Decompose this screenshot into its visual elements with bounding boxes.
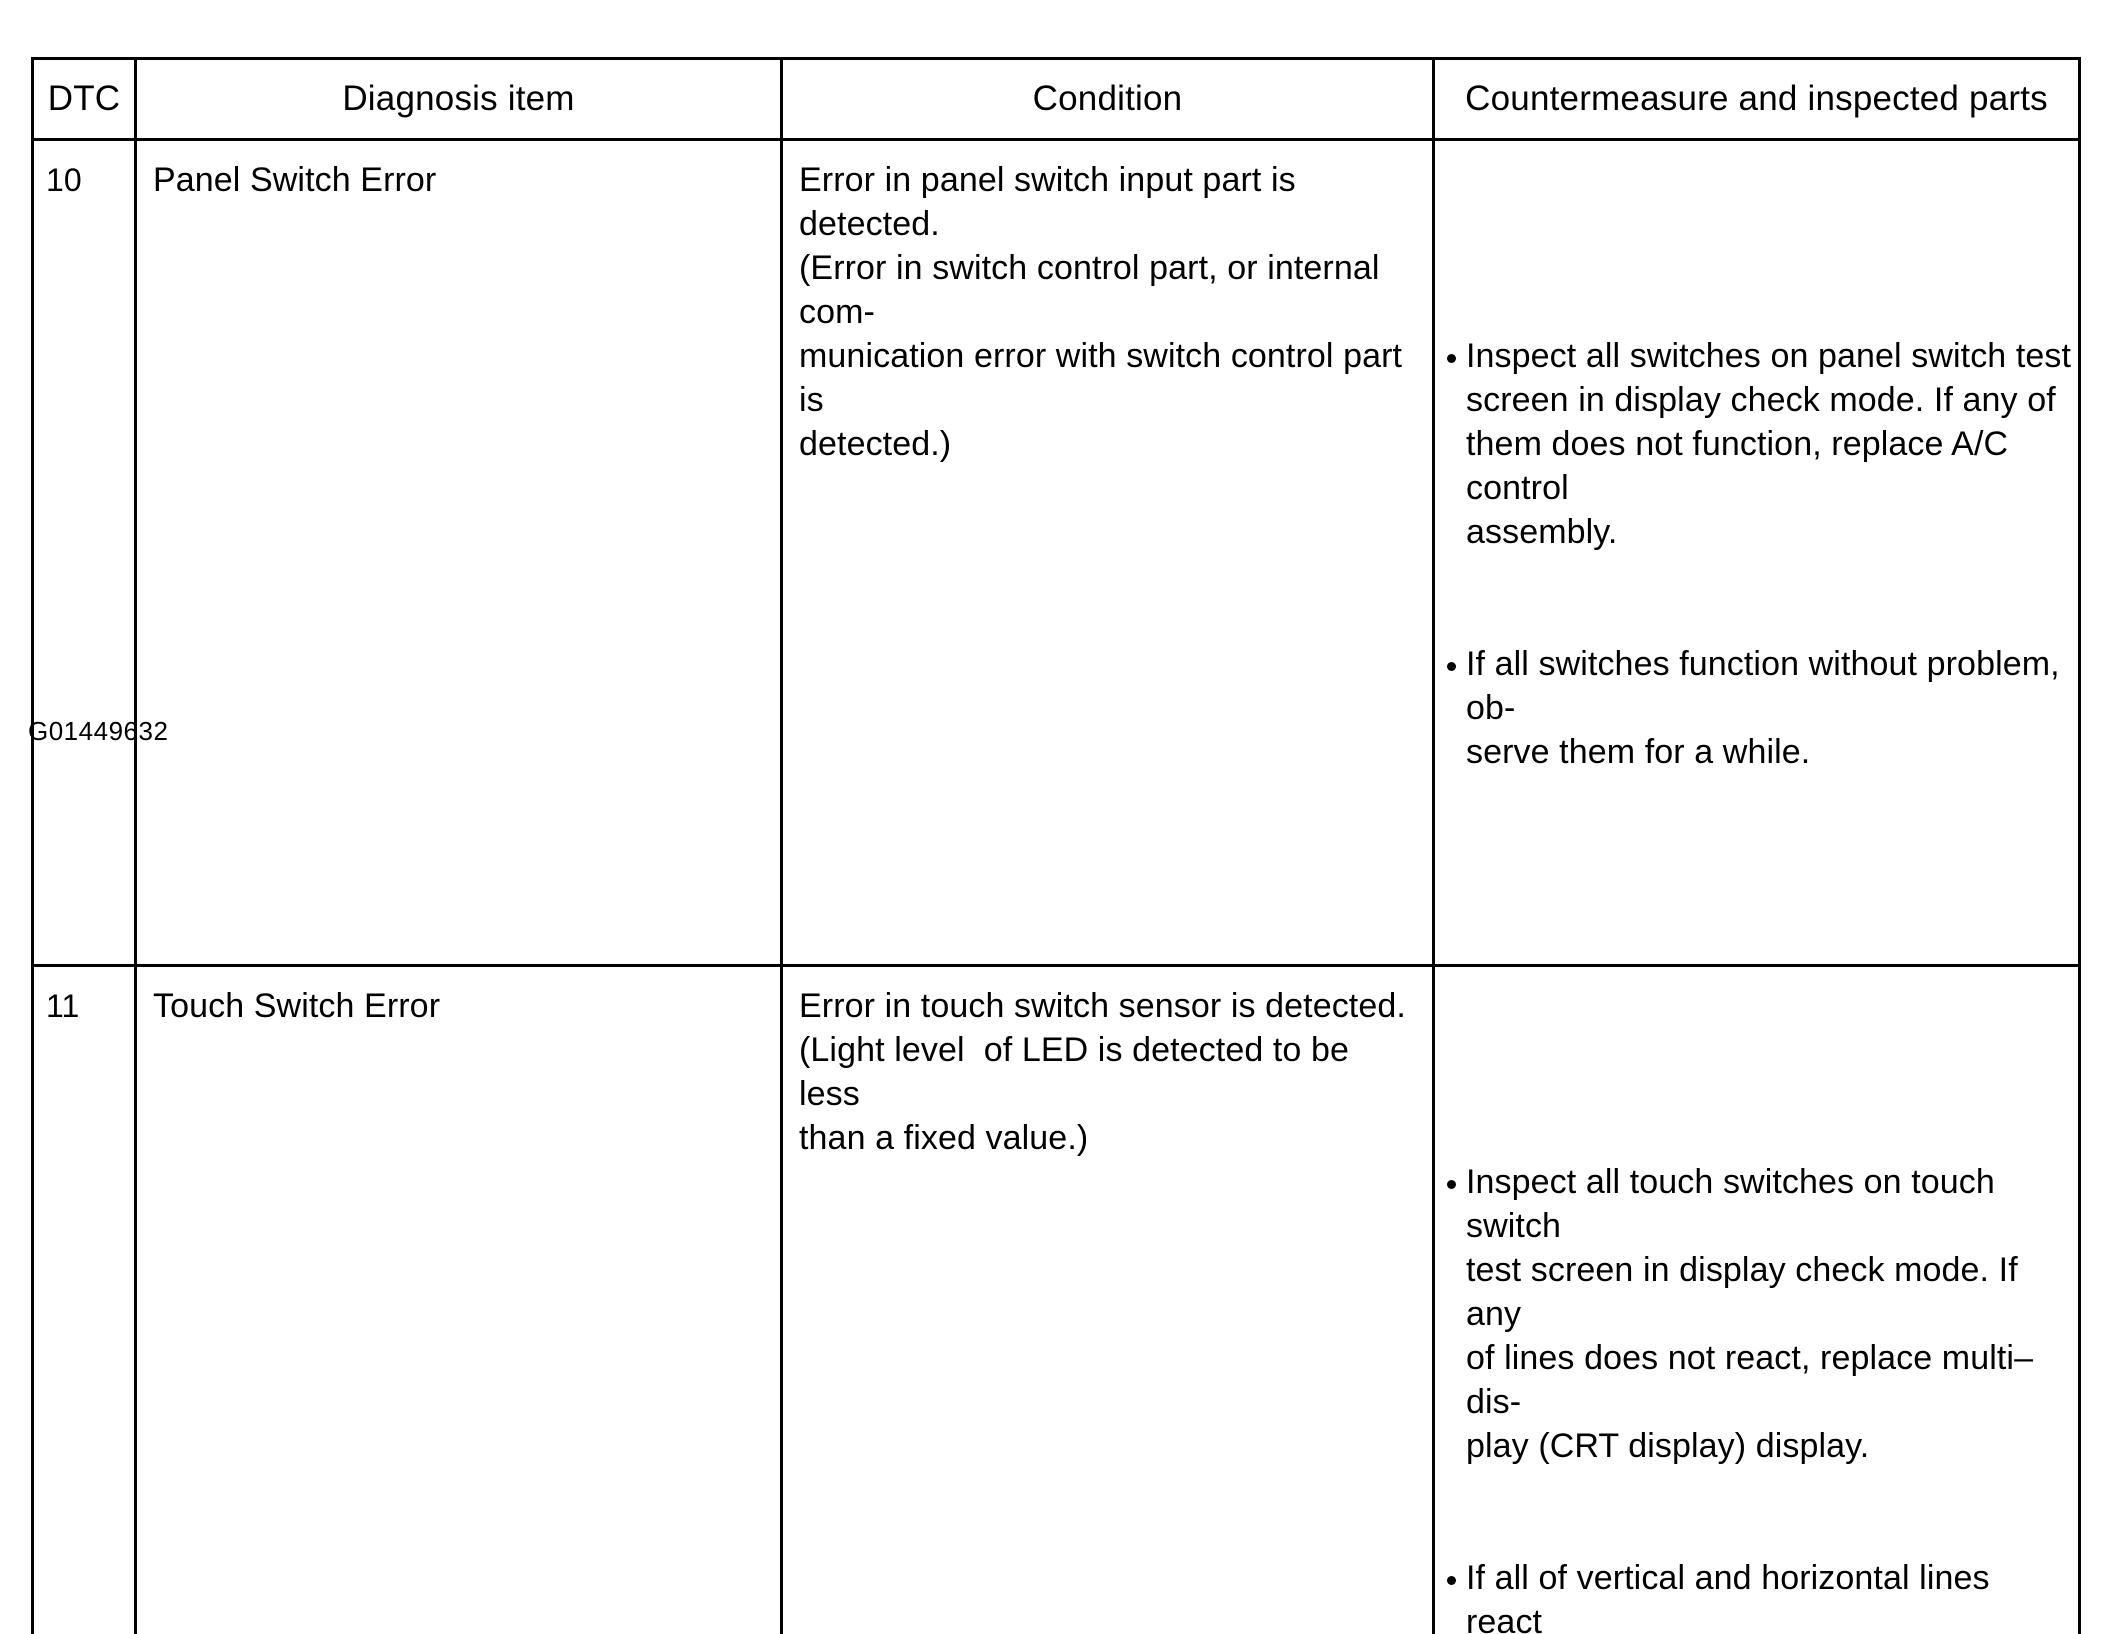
cell-countermeasure: Inspect all touch switches on touch swit…: [1434, 966, 2080, 1634]
countermeasure-list: Inspect all touch switches on touch swit…: [1444, 1072, 2072, 1634]
column-header-condition: Condition: [782, 59, 1434, 140]
list-item: If all switches function without problem…: [1444, 642, 2072, 774]
column-header-dtc: DTC: [33, 59, 136, 140]
list-item: Inspect all switches on panel switch tes…: [1444, 334, 2072, 554]
countermeasure-list: Inspect all switches on panel switch tes…: [1444, 246, 2072, 862]
cell-condition: Error in touch switch sensor is detected…: [782, 966, 1434, 1634]
table-body: 10 Panel Switch Error Error in panel swi…: [33, 140, 2080, 1634]
dtc-code-value: 11: [34, 967, 134, 1042]
header-row: DTC Diagnosis item Condition Countermeas…: [33, 59, 2080, 140]
list-item: If all of vertical and horizontal lines …: [1444, 1556, 2072, 1634]
cell-diagnosis-item: Touch Switch Error: [136, 966, 782, 1634]
diagnosis-item-text: Touch Switch Error: [137, 967, 780, 1042]
cell-dtc-code: 10: [33, 140, 136, 966]
countermeasure-list-wrap: Inspect all switches on panel switch tes…: [1435, 141, 2078, 964]
dtc-diagnosis-table: DTC Diagnosis item Condition Countermeas…: [31, 57, 2081, 1634]
diagnosis-item-text: Panel Switch Error: [137, 141, 780, 216]
table-row: 10 Panel Switch Error Error in panel swi…: [33, 140, 2080, 966]
column-header-countermeasure: Countermeasure and inspected parts: [1434, 59, 2080, 140]
cell-countermeasure: Inspect all switches on panel switch tes…: [1434, 140, 2080, 966]
cell-dtc-code: 11: [33, 966, 136, 1634]
dtc-code-value: 10: [34, 141, 134, 216]
figure-caption: G01449632: [28, 716, 168, 746]
cell-condition: Error in panel switch input part is dete…: [782, 140, 1434, 966]
list-item: Inspect all touch switches on touch swit…: [1444, 1160, 2072, 1468]
document-page: DTC Diagnosis item Condition Countermeas…: [0, 0, 2116, 817]
table-row: 11 Touch Switch Error Error in touch swi…: [33, 966, 2080, 1634]
condition-text: Error in touch switch sensor is detected…: [783, 967, 1432, 1174]
cell-diagnosis-item: Panel Switch Error: [136, 140, 782, 966]
table-header: DTC Diagnosis item Condition Countermeas…: [33, 59, 2080, 140]
condition-text: Error in panel switch input part is dete…: [783, 141, 1432, 480]
column-header-diagnosis-item: Diagnosis item: [136, 59, 782, 140]
countermeasure-list-wrap: Inspect all touch switches on touch swit…: [1435, 967, 2078, 1634]
